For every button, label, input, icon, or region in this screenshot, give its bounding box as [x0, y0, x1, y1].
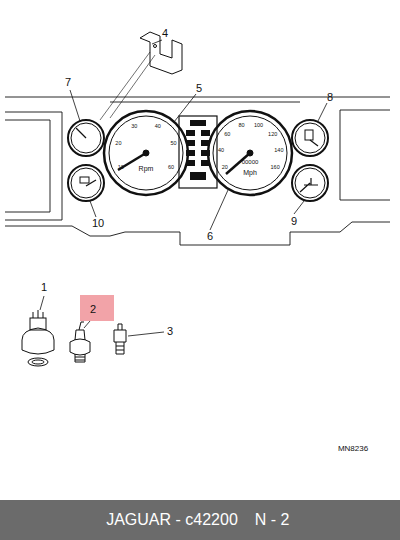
dial-number: 160 [271, 165, 280, 171]
dial-number: 20 [222, 165, 228, 171]
callout-number: 1 [41, 282, 47, 293]
callout-number: 7 [65, 77, 71, 88]
callout-number: 9 [291, 216, 297, 227]
footer-text: N - 2 [255, 512, 290, 528]
dial-number: 120 [268, 132, 277, 138]
odometer: 00000 [242, 159, 259, 165]
dial-number: 60 [168, 165, 174, 171]
dial-number: 50 [171, 141, 177, 147]
footer-band: JAGUAR - c42200 N - 2 [0, 500, 400, 540]
dial-number: 60 [224, 132, 230, 138]
callout-number: 8 [327, 92, 333, 103]
callout-number: 4 [162, 28, 168, 39]
dial-number: 40 [218, 148, 224, 154]
callout-number: 3 [167, 326, 173, 337]
drawing-code: MN8236 [338, 445, 368, 453]
dial-number: 80 [238, 123, 244, 129]
callout-number: 5 [196, 83, 202, 94]
dial-number: 20 [115, 141, 121, 147]
dial-number: 10 [118, 165, 124, 171]
dial-number: 40 [155, 124, 161, 130]
dial-unit: Rpm [139, 165, 154, 172]
dial-number: 30 [131, 124, 137, 130]
callout-number: 6 [207, 231, 213, 242]
callout-number: 2 [90, 304, 96, 315]
dial-number: 140 [274, 148, 283, 154]
dial-number: 100 [254, 123, 263, 129]
callout-number: 10 [92, 218, 104, 229]
highlight-box: 2 [80, 295, 114, 321]
footer-text: JAGUAR - c42200 [106, 512, 238, 528]
dial-unit: Mph [243, 169, 257, 176]
